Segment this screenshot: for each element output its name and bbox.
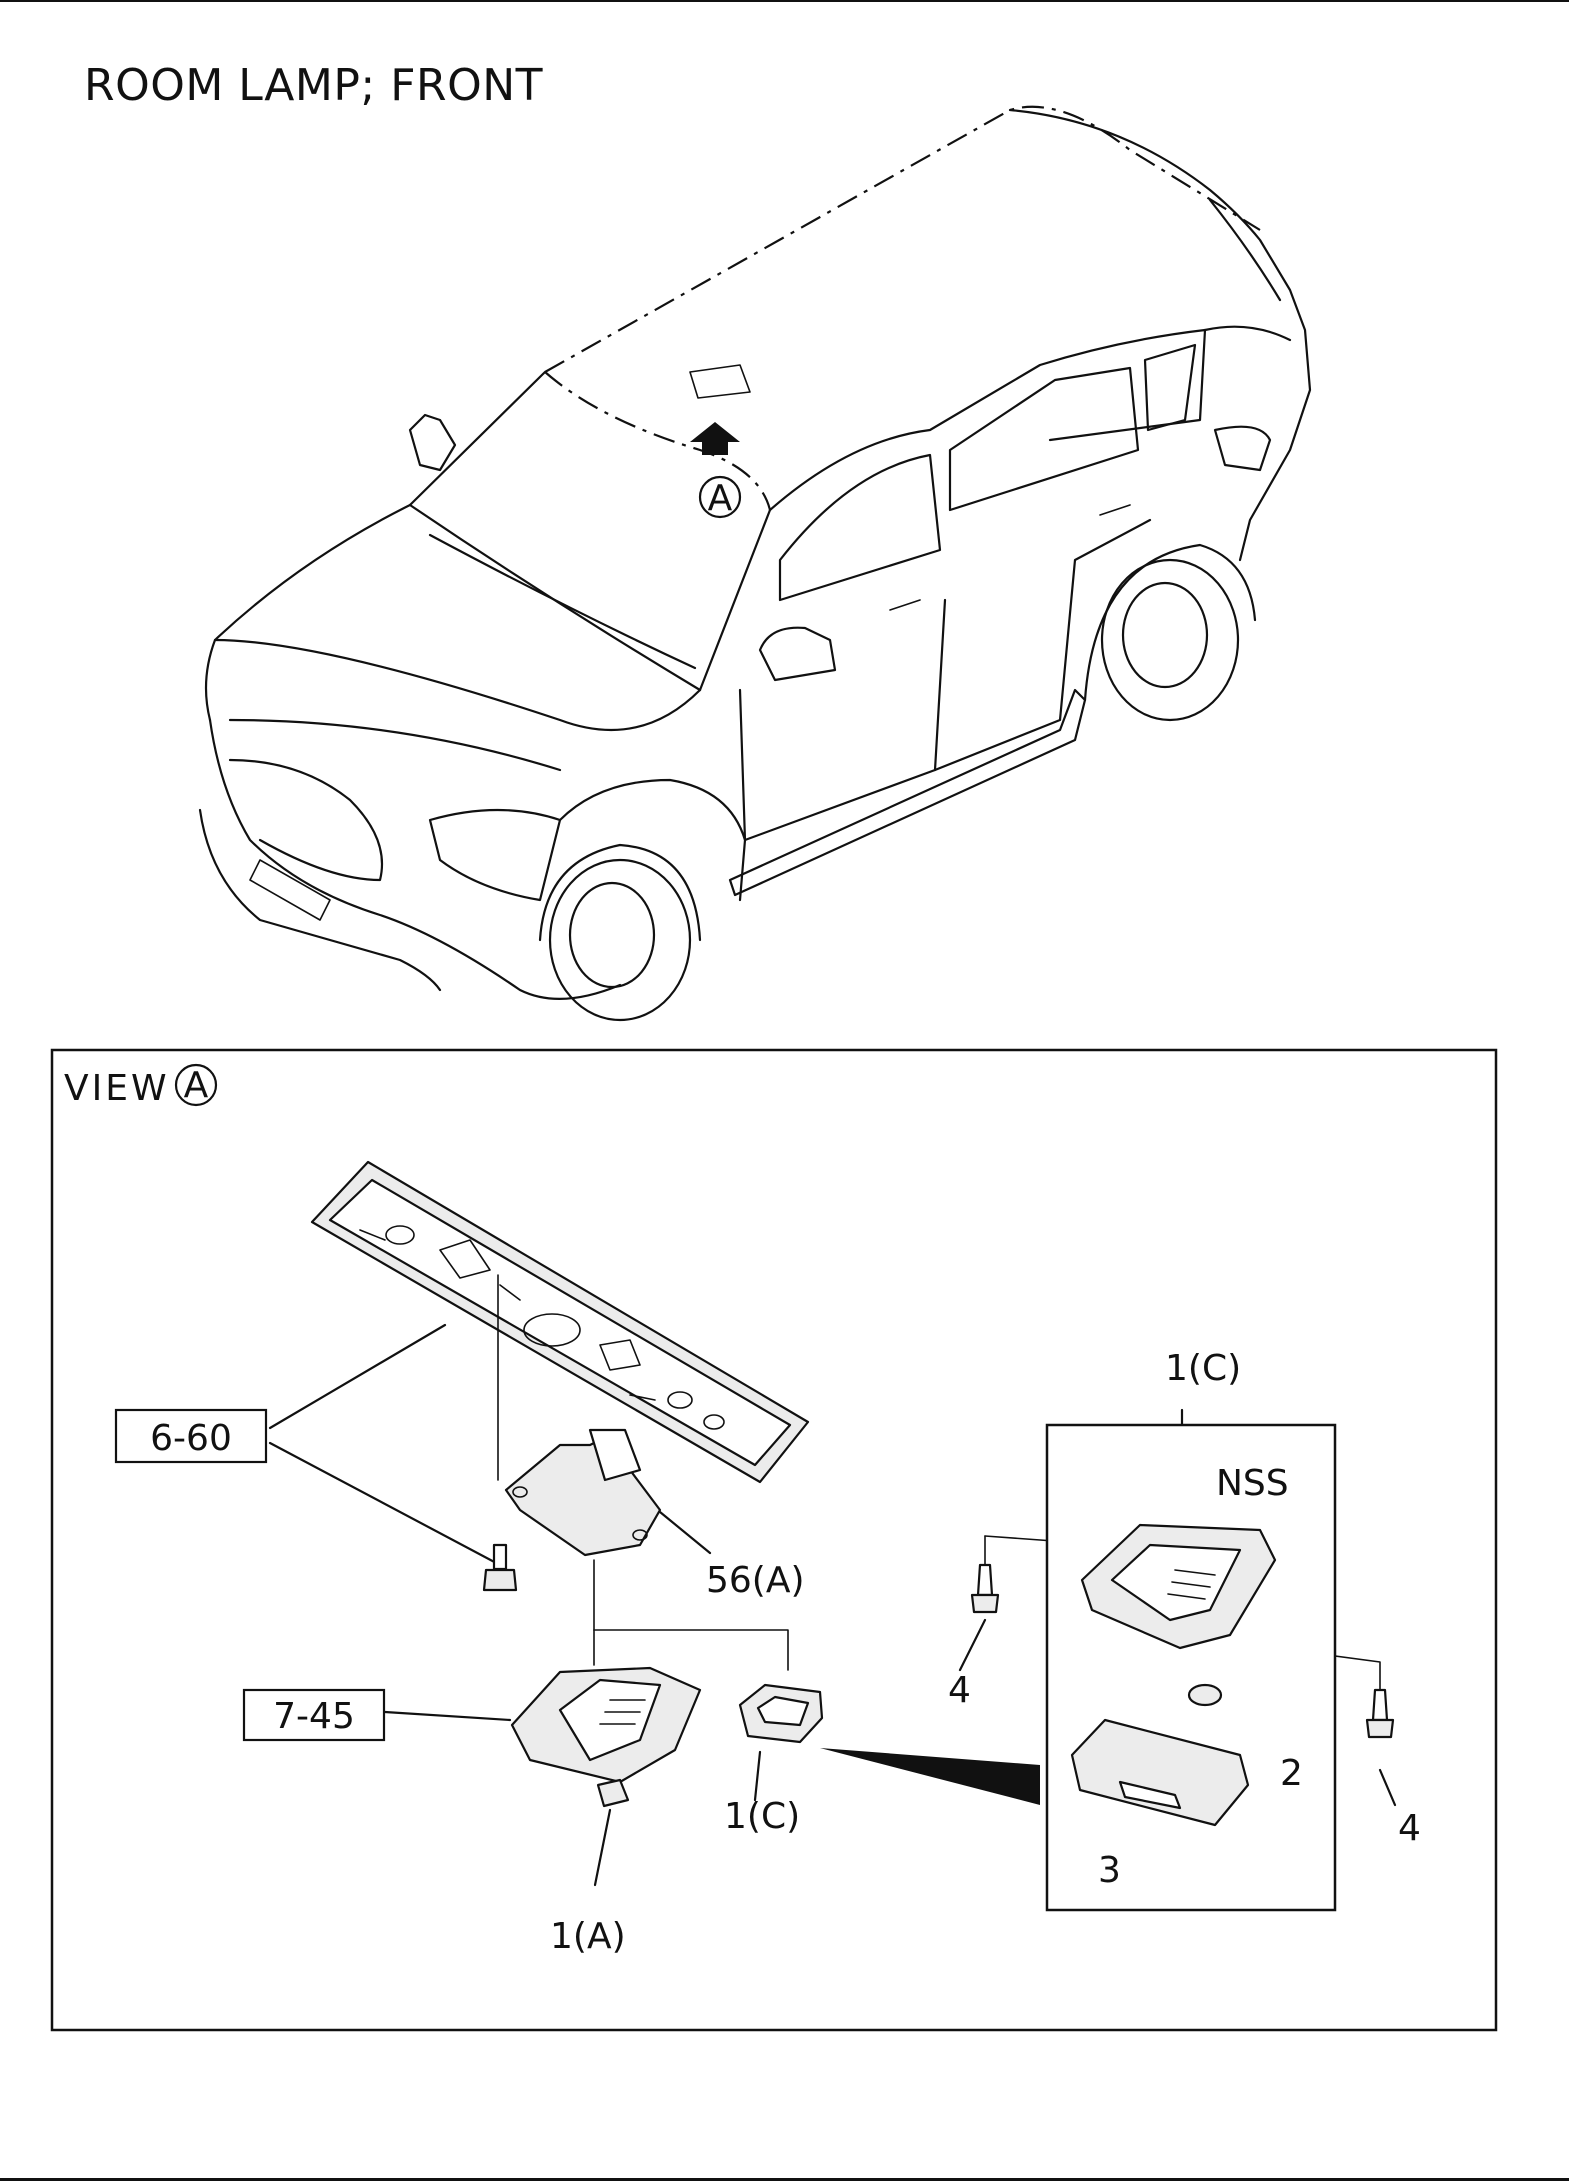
view-label: VIEW [64,1068,170,1109]
label-1a: 1(A) [550,1916,626,1957]
page-title: ROOM LAMP; FRONT [84,60,544,111]
label-3: 3 [1098,1850,1121,1891]
callout-7-45: 7-45 [242,1688,386,1742]
label-nss: NSS [1216,1463,1289,1504]
leader-lines [268,1274,1397,1887]
svg-text:6-60: 6-60 [150,1418,232,1459]
view-marker-a: A [698,475,742,519]
bracket-56a [504,1428,662,1557]
lens-3 [1070,1718,1250,1827]
screw-right [1365,1688,1395,1739]
callout-6-60: 6-60 [114,1408,268,1464]
svg-text:7-45: 7-45 [273,1696,355,1737]
label-4-left: 4 [948,1670,971,1711]
label-1c-bottom: 1(C) [724,1796,800,1837]
label-4-right: 4 [1398,1808,1421,1849]
bulb-2 [1187,1683,1223,1707]
view-a-heading: VIEW A [64,1063,218,1109]
bolt-left [482,1543,518,1592]
bulb-1a [596,1778,630,1808]
label-56a: 56(A) [706,1560,805,1601]
screw-left [970,1563,1000,1614]
lens-1c-small [738,1683,824,1744]
view-marker-letter: A [708,478,733,519]
vehicle-illustration [198,105,1312,1022]
lamp-housing [1080,1523,1277,1650]
view-a-frame [50,1048,1498,2032]
view-letter: A [184,1065,209,1106]
roof-header-panel [310,1160,810,1484]
page-border-top [0,0,1569,2]
label-1c-top: 1(C) [1165,1348,1241,1389]
page-border-bottom [0,2178,1569,2181]
lamp-assembly [510,1666,702,1784]
label-2: 2 [1280,1753,1303,1794]
detail-box-1c [1045,1423,1337,1912]
